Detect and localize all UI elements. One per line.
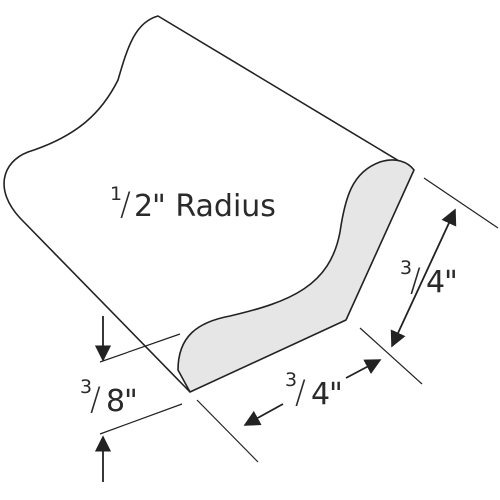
extension-line-right-corner (359, 327, 423, 385)
molding-body-outline (3, 15, 415, 393)
height-slash: / (90, 380, 101, 418)
side-bottom-unit: " (329, 377, 343, 412)
radius-label-slash: / (120, 185, 131, 223)
extension-line-bottom-corner (196, 399, 259, 463)
side-bottom-slash: / (295, 373, 306, 411)
side-right-label: 3 / 4 " (400, 257, 458, 300)
height-denominator: 8 (106, 384, 125, 419)
dimension-arrow-bottom-right (345, 359, 382, 379)
dimension-arrow-bottom-left (243, 403, 284, 426)
extension-line-top-left (99, 333, 181, 363)
radius-label: 1 / 2 " Radius (110, 183, 276, 224)
radius-label-denominator: 2 (134, 189, 153, 224)
molding-profile-face (177, 159, 415, 393)
side-right-unit: " (444, 265, 458, 300)
height-numerator: 3 (80, 376, 92, 398)
radius-label-numerator: 1 (110, 183, 122, 205)
extension-line-bottom-left (99, 403, 183, 435)
side-bottom-denominator: 4 (311, 377, 330, 412)
height-unit: " (124, 384, 138, 419)
side-right-denominator: 4 (426, 265, 445, 300)
extension-line-top-right (423, 177, 499, 229)
side-bottom-label: 3 / 4 " (285, 369, 343, 412)
side-bottom-numerator: 3 (285, 369, 297, 391)
side-right-slash: / (410, 261, 421, 299)
dimension-arrow-right (390, 208, 457, 348)
side-right-numerator: 3 (400, 257, 412, 279)
radius-label-unit: " Radius (152, 189, 276, 224)
height-label: 3 / 8 " (80, 376, 138, 419)
